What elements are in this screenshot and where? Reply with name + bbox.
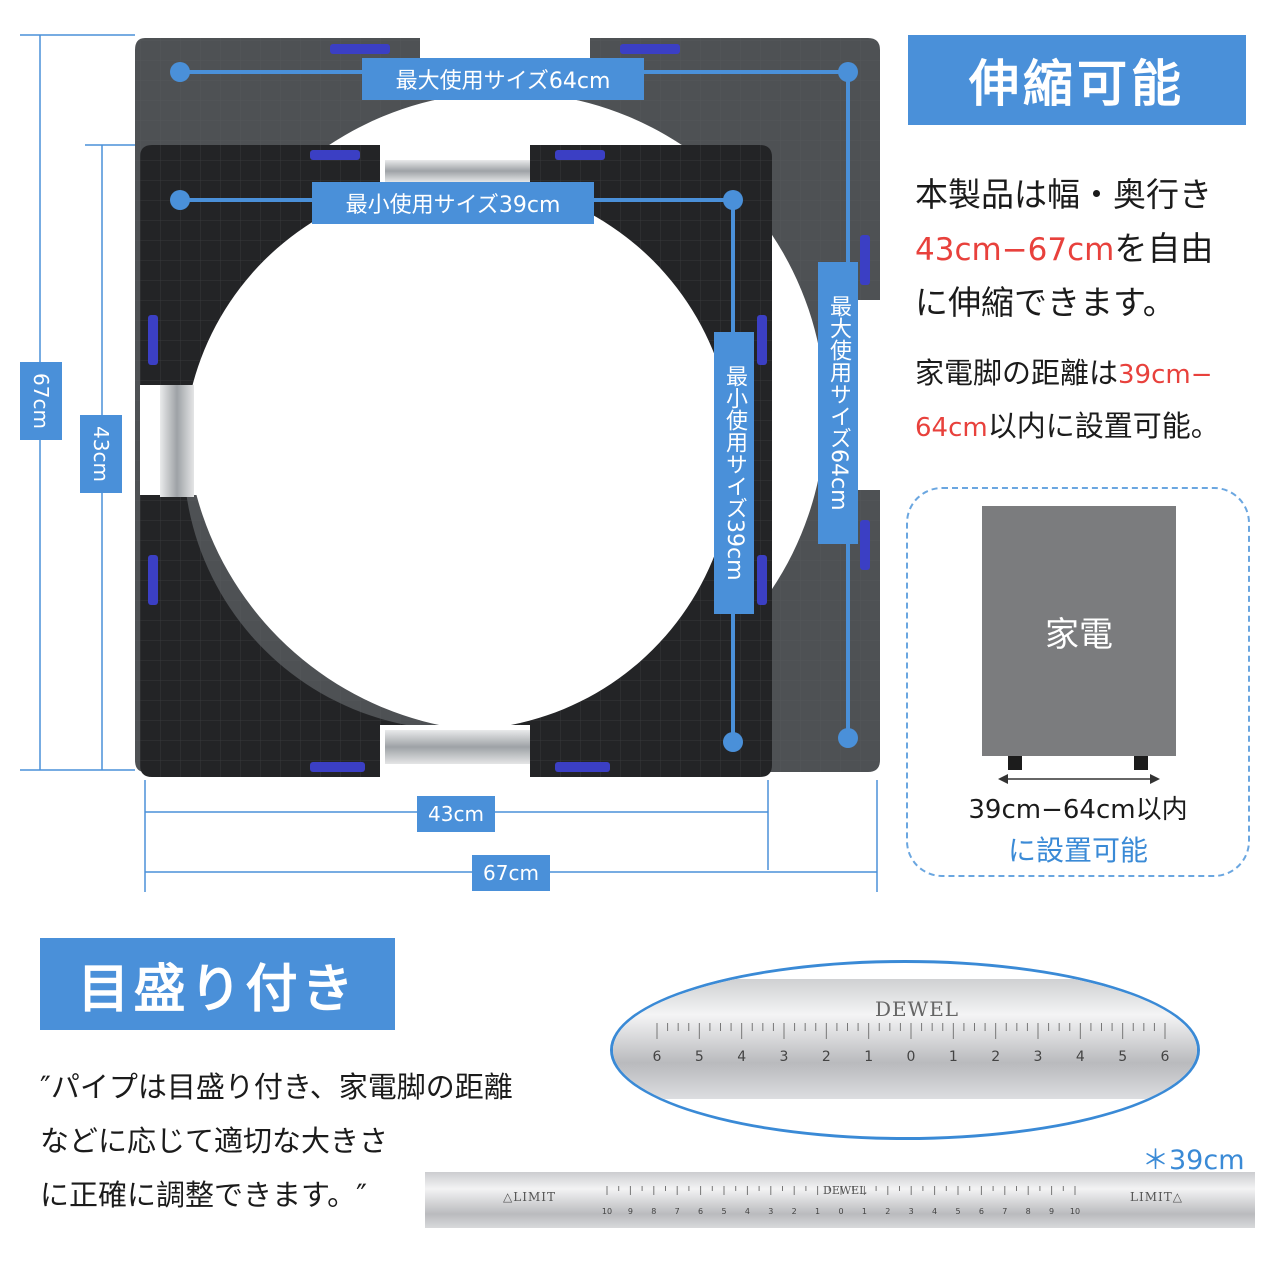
feature-title-graduated: 目盛り付き: [40, 938, 395, 1030]
scale-tick-label: 6: [653, 1049, 662, 1065]
appliance-label: 家電: [1045, 614, 1113, 655]
scale-tick-label: 2: [991, 1049, 1000, 1065]
scale-tick-label: 8: [651, 1207, 656, 1216]
leg-distance-max: 64cm: [915, 413, 988, 443]
appliance-foot-right: [1134, 756, 1148, 770]
outer-height-label: 67cm: [20, 362, 62, 440]
scale-tick-label: 8: [1026, 1207, 1031, 1216]
range-text: 43cm−67cm: [915, 232, 1115, 268]
scale-tick-label: 0: [907, 1049, 916, 1065]
scale-tick-label: 9: [1049, 1207, 1054, 1216]
appliance-body: 家電: [982, 506, 1176, 756]
scale-tick-label: 4: [745, 1207, 750, 1216]
scale-tick-label: 4: [932, 1207, 937, 1216]
scale-tick-label: 10: [1070, 1207, 1080, 1216]
stand-diagram: 最大使用サイズ64cm 最小使用サイズ39cm 最大使用サイズ64cm 最小使用…: [0, 0, 900, 900]
scale-tick-label: 5: [721, 1207, 726, 1216]
feature2-line3: に正確に調整できます。″: [40, 1178, 367, 1212]
scale-tick-label: 7: [675, 1207, 680, 1216]
feature1-line3: に伸縮できます。: [915, 283, 1176, 322]
pipe-full-brand: DEWEL: [823, 1184, 867, 1197]
scale-tick-label: 2: [822, 1049, 831, 1065]
outer-width-label: 67cm: [472, 855, 550, 891]
pipe-length-note: ＊39cm: [1142, 1145, 1245, 1176]
feature2-line2: などに応じて適切な大きさ: [40, 1124, 389, 1158]
min-size-label-vertical: 最小使用サイズ39cm: [714, 332, 754, 614]
max-size-label-horizontal: 最大使用サイズ64cm: [362, 58, 644, 100]
feature1-line4: 家電脚の距離は39cm−: [915, 350, 1213, 392]
pipe-limit-right: LIMIT△: [1130, 1190, 1183, 1204]
scale-tick-label: 1: [815, 1207, 820, 1216]
max-size-label-vertical: 最大使用サイズ64cm: [818, 262, 858, 544]
scale-tick-label: 3: [768, 1207, 773, 1216]
pipe-zoom-scale: 6 5 4 3 2 1 0 1 2 3 4 5 6: [653, 1023, 1170, 1065]
min-size-label-horizontal: 最小使用サイズ39cm: [312, 182, 594, 224]
feature2-line1: ″パイプは目盛り付き、家電脚の距離: [40, 1070, 513, 1104]
scale-tick-label: 10: [602, 1207, 612, 1216]
scale-tick-label: 3: [780, 1049, 789, 1065]
scale-tick-label: 6: [698, 1207, 703, 1216]
feature1-line1: 本製品は幅・奥行き: [915, 175, 1212, 214]
appliance-caption-2: に設置可能: [1007, 834, 1148, 867]
feature-title-extendable: 伸縮可能: [908, 35, 1246, 125]
inner-height-label: 43cm: [80, 415, 122, 493]
leg-distance-suffix: 以内に設置可能。: [987, 409, 1220, 443]
scale-tick-label: 1: [862, 1207, 867, 1216]
feature1-line5: 64cm以内に設置可能。: [915, 403, 1220, 445]
scale-tick-label: 7: [1002, 1207, 1007, 1216]
scale-tick-label: 2: [792, 1207, 797, 1216]
appliance-foot-left: [1008, 756, 1022, 770]
pipe-zoom-surface: 6 5 4 3 2 1 0 1 2 3 4 5 6 DEWEL: [613, 979, 1197, 1099]
feature1-line2: 43cm−67cmを自由: [915, 222, 1213, 270]
scale-tick-label: 3: [909, 1207, 914, 1216]
scale-tick-label: 4: [737, 1049, 746, 1065]
leg-distance-arrow: [998, 774, 1160, 784]
scale-tick-label: 5: [695, 1049, 704, 1065]
leg-distance-prefix: 家電脚の距離は: [915, 356, 1119, 390]
scale-tick-label: 2: [885, 1207, 890, 1216]
pipe-limit-left: △LIMIT: [503, 1190, 556, 1204]
scale-tick-label: 5: [955, 1207, 960, 1216]
scale-tick-label: 5: [1118, 1049, 1127, 1065]
pipe-zoom-lens: 6 5 4 3 2 1 0 1 2 3 4 5 6 DEWEL: [610, 960, 1200, 1140]
scale-tick-label: 4: [1076, 1049, 1085, 1065]
scale-tick-label: 0: [838, 1207, 843, 1216]
scale-tick-label: 6: [1161, 1049, 1170, 1065]
scale-tick-label: 1: [949, 1049, 958, 1065]
pipe-zoom-brand: DEWEL: [875, 997, 960, 1021]
stand-drawing: [20, 34, 880, 892]
appliance-caption-1: 39cm−64cm以内: [968, 795, 1188, 825]
range-suffix: を自由: [1114, 229, 1214, 268]
inner-width-label: 43cm: [417, 796, 495, 832]
appliance-illustration-box: 家電 39cm−64cm以内 に設置可能: [906, 487, 1250, 877]
scale-tick-label: 1: [864, 1049, 873, 1065]
scale-tick-label: 6: [979, 1207, 984, 1216]
scale-tick-label: 3: [1034, 1049, 1043, 1065]
scale-tick-label: 9: [628, 1207, 633, 1216]
leg-distance-min: 39cm−: [1118, 360, 1213, 390]
